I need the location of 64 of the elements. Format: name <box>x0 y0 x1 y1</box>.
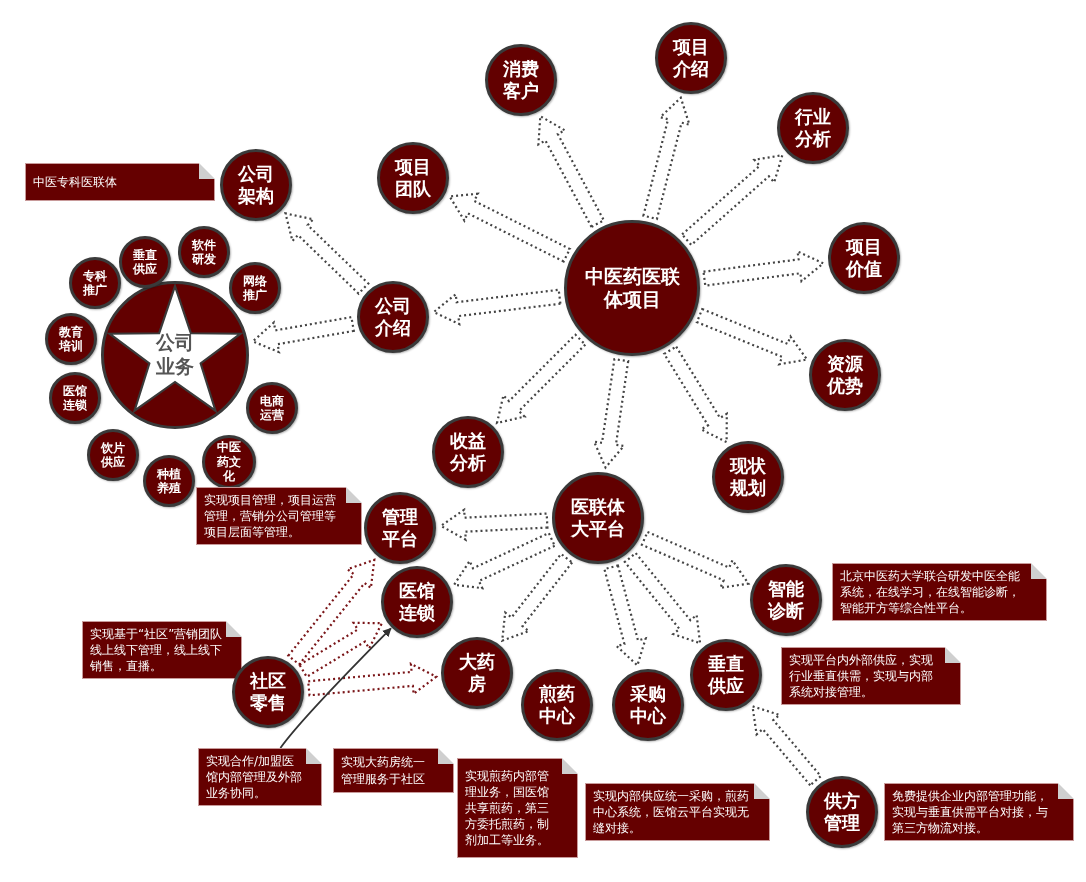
topic-circle: 智能诊断 <box>750 564 822 636</box>
topic-circle: 消费客户 <box>485 44 557 116</box>
topic-circle: 项目团队 <box>377 142 449 214</box>
dotted-block-arrow <box>298 621 384 679</box>
topic-circle: 公司介绍 <box>357 281 429 353</box>
dotted-block-arrow <box>286 558 376 666</box>
topic-circle: 网络推广 <box>229 262 281 314</box>
topic-circle: 种植养殖 <box>143 455 195 507</box>
note-callout: 实现基于“社区”营销团队线上线下管理，线上线下销售，直播。 <box>82 621 242 679</box>
dotted-block-arrow <box>623 551 702 645</box>
topic-circle: 煎药中心 <box>521 669 593 741</box>
topic-circle: 医馆连锁 <box>381 566 453 638</box>
dotted-block-arrow <box>642 95 692 221</box>
dotted-block-arrow <box>680 153 784 247</box>
topic-circle: 医联体大平台 <box>552 472 644 564</box>
dotted-block-arrow <box>250 315 356 354</box>
topic-circle: 大药房 <box>441 637 513 709</box>
note-callout: 实现内部供应统一采购，煎药中心系统，医馆云平台实现无缝对接。 <box>585 783 770 841</box>
topic-circle: 公司架构 <box>220 149 292 221</box>
dotted-block-arrow <box>431 288 562 326</box>
note-callout: 中医专科医联体 <box>25 163 215 201</box>
topic-circle: 供方管理 <box>806 776 878 848</box>
dotted-block-arrow <box>447 192 572 263</box>
note-callout: 实现平台内外部供应，实现行业垂直供需，实现与内部系统对接管理。 <box>781 647 961 705</box>
note-callout: 实现合作/加盟医馆内部管理及外部业务协同。 <box>198 748 322 806</box>
topic-circle: 采购中心 <box>612 669 684 741</box>
topic-circle: 垂直供应 <box>119 236 171 288</box>
topic-circle: 现状规划 <box>712 441 784 513</box>
topic-circle: 中医药医联体项目 <box>564 220 700 356</box>
star-label: 公司业务 <box>155 331 195 379</box>
dotted-block-arrow <box>537 114 606 229</box>
topic-circle: 行业分析 <box>777 92 849 164</box>
dotted-block-arrow <box>751 704 823 787</box>
note-callout: 实现项目管理，项目运营管理，营销分公司管理等项目层面等管理。 <box>196 487 362 545</box>
dotted-block-arrow <box>592 357 630 470</box>
dotted-block-arrow <box>500 552 574 643</box>
dotted-block-arrow <box>640 530 751 590</box>
topic-circle: 中医药文化 <box>202 435 256 489</box>
dotted-block-arrow <box>452 531 557 590</box>
topic-circle: 电商运营 <box>246 382 298 434</box>
note-callout: 实现大药房统一管理服务于社区 <box>333 748 454 793</box>
note-callout: 北京中医药大学联合研发中医全能系统，在线学习，在线智能诊断，智能开方等综合性平台。 <box>832 563 1047 621</box>
dotted-block-arrow <box>695 307 809 366</box>
topic-circle: 项目价值 <box>828 222 900 294</box>
topic-circle: 收益分析 <box>432 416 504 488</box>
dotted-block-arrow <box>702 249 826 287</box>
dotted-block-arrow <box>603 564 648 668</box>
curved-arrow <box>279 627 392 749</box>
dotted-block-arrow <box>284 211 370 296</box>
topic-circle: 饮片供应 <box>87 429 139 481</box>
topic-circle: 垂直供应 <box>690 639 762 711</box>
topic-circle: 资源优势 <box>809 339 881 411</box>
note-callout: 实现煎药内部管理业务，国医馆共享煎药，第三方委托煎药，制剂加工等业务。 <box>457 758 578 858</box>
topic-circle: 软件研发 <box>178 226 230 278</box>
note-callout: 免费提供企业内部管理功能，实现与垂直供需平台对接，与第三方物流对接。 <box>884 783 1074 841</box>
dotted-block-arrow <box>495 333 587 425</box>
dotted-block-arrow <box>307 662 439 697</box>
topic-circle: 教育培训 <box>45 313 97 365</box>
topic-circle: 社区零售 <box>232 656 304 728</box>
dotted-block-arrow <box>662 345 728 444</box>
topic-circle: 项目介绍 <box>655 22 727 94</box>
topic-circle: 专科推广 <box>69 257 121 309</box>
topic-circle: 医馆连锁 <box>49 372 101 424</box>
topic-circle: 管理平台 <box>364 492 436 564</box>
